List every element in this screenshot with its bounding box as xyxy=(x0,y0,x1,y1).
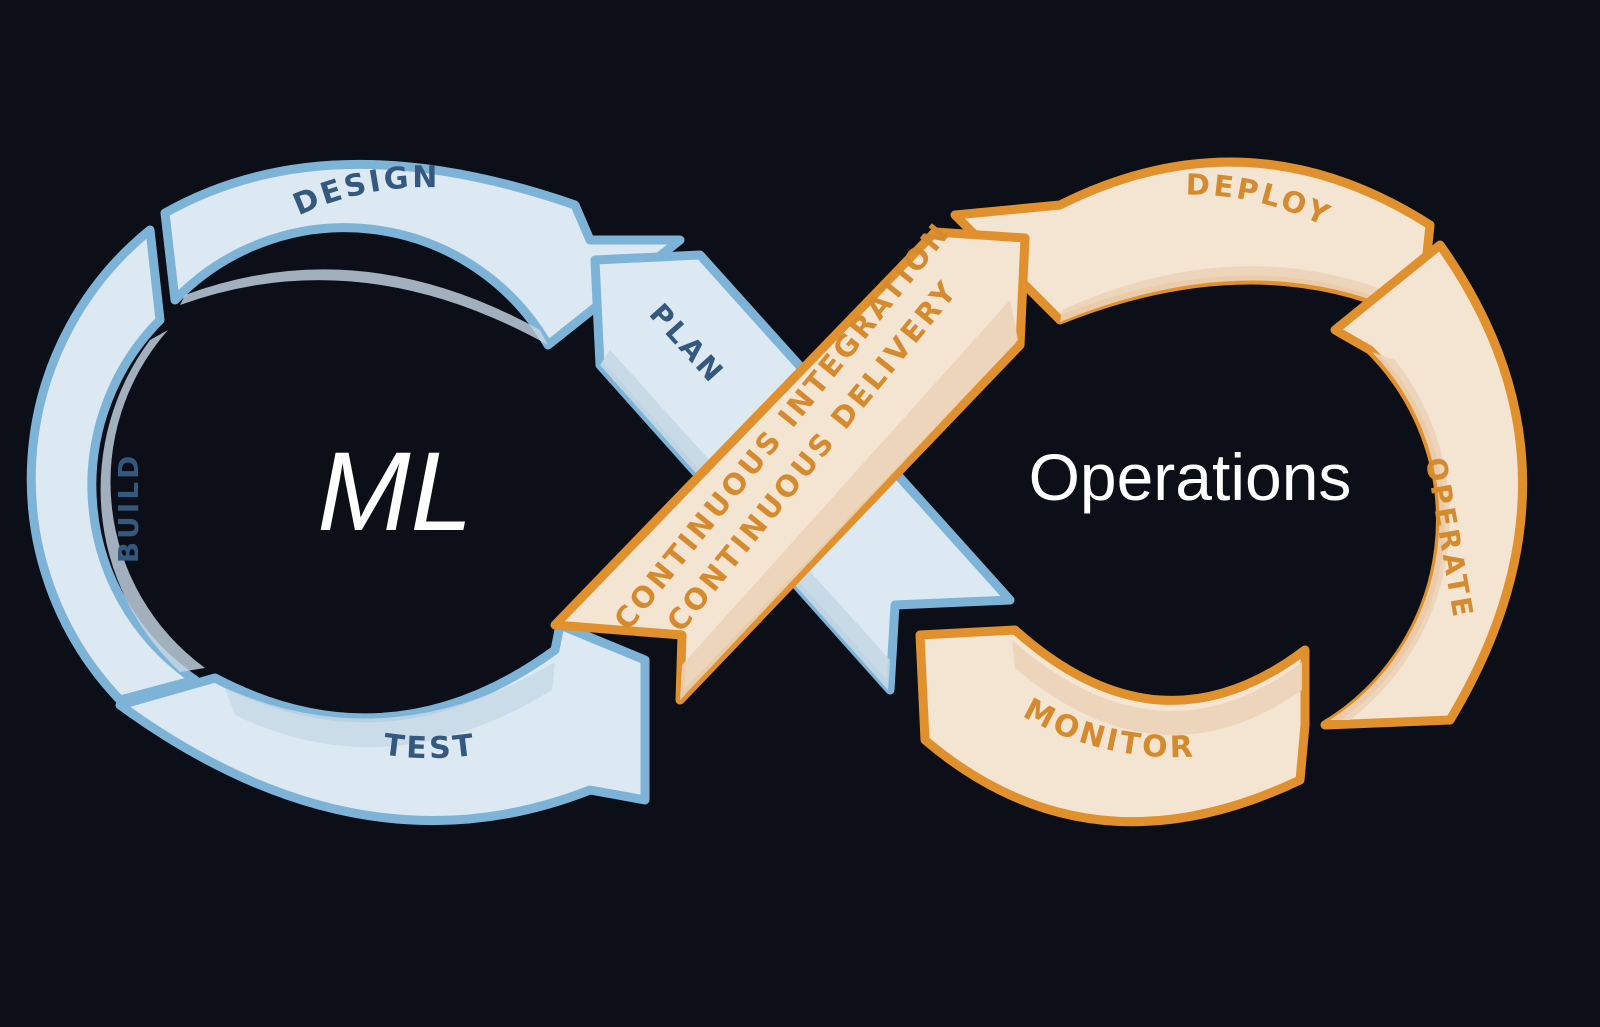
deploy-segment-shade xyxy=(1060,266,1420,322)
operations-title: Operations xyxy=(1029,440,1352,514)
test-segment-shade xyxy=(225,662,555,748)
monitor-segment xyxy=(915,625,1310,827)
build-label: BUILD xyxy=(112,453,145,564)
ci-cd-band xyxy=(550,227,1030,705)
test-label: TEST xyxy=(382,728,479,767)
ml-title: ML xyxy=(317,429,473,554)
monitor-segment-shade xyxy=(1012,640,1302,736)
operate-segment-shade xyxy=(1330,352,1450,720)
design-segment-shade xyxy=(180,269,548,345)
build-segment xyxy=(26,225,200,705)
design-segment xyxy=(160,159,685,350)
ci-cd-band-shade xyxy=(680,300,1018,700)
operations-loop xyxy=(915,157,1527,827)
build-segment-shade xyxy=(100,330,205,672)
